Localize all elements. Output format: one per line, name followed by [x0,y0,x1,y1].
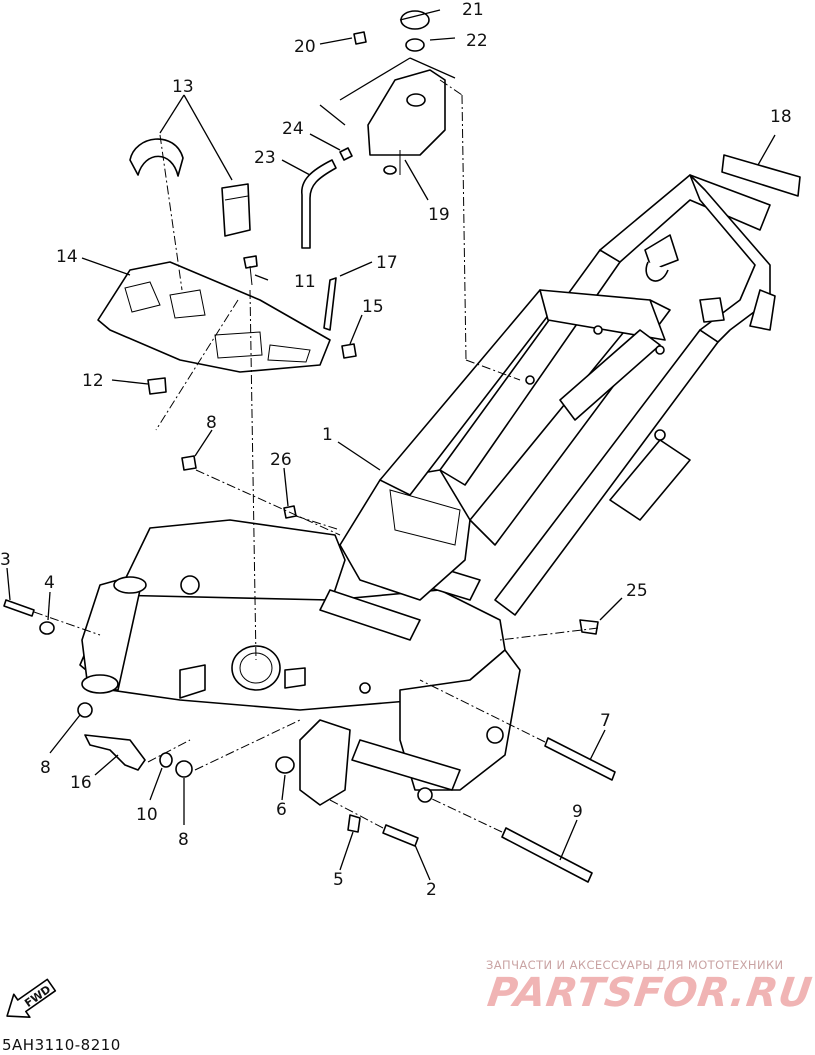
part-19-reservoir [367,69,446,175]
part-16-bracket [84,734,146,771]
callout-5: 5 [333,870,344,890]
callout-14: 14 [56,247,78,267]
callout-10: 10 [136,805,158,825]
callout-17: 17 [376,253,398,273]
part-18-rail [721,154,801,197]
callout-22: 22 [466,31,488,51]
frame-exploded-diagram: 1 2 3 4 5 6 7 8 8 8 9 10 11 12 13 14 15 … [0,0,801,1019]
part-12-block [147,377,167,395]
part-23-hose [301,159,337,249]
callout-9: 9 [572,802,583,822]
callout-labels: 1 2 3 4 5 6 7 8 8 8 9 10 11 12 13 14 15 … [0,0,792,900]
callout-15: 15 [362,297,384,317]
part-6-collar [275,756,295,774]
diagram-part-code: 5AH3110-8210 [2,1036,121,1054]
watermark-logo: PARTSFOR.RU [484,970,815,1016]
callout-8-top: 8 [206,413,217,433]
part-13-bands [129,138,251,237]
part-5-bolt [347,814,361,833]
part-9-bolt [501,827,593,883]
callout-6: 6 [276,800,287,820]
callout-19: 19 [428,205,450,225]
callout-13: 13 [172,77,194,97]
part-8-lower-right [175,760,193,778]
callout-2: 2 [426,880,437,900]
part-17-rod [323,277,337,331]
part-15-nut [341,343,357,359]
callout-7: 7 [600,711,611,731]
callout-25: 25 [626,581,648,601]
callout-4: 4 [44,573,55,593]
callout-24: 24 [282,119,304,139]
fasteners [3,31,616,883]
part-7-bolt [544,737,616,781]
part-8-lower-left [77,702,93,718]
part-4-washer [39,621,55,635]
callout-26: 26 [270,450,292,470]
part-24-clip [339,147,353,161]
callout-3: 3 [0,550,11,570]
part-14-battery-tray [97,261,331,373]
callout-16: 16 [70,773,92,793]
callout-12: 12 [82,371,104,391]
part-25-bolt [579,619,599,635]
part-2-bolt [382,824,419,847]
callout-1: 1 [322,425,333,445]
leader-lines [6,9,776,881]
callout-8-left: 8 [40,758,51,778]
part-10-washer [159,752,173,768]
main-frame [79,469,521,806]
callout-18: 18 [770,107,792,127]
part-3-bolt [3,599,35,617]
callout-23: 23 [254,148,276,168]
callout-11: 11 [294,272,316,292]
rear-subframe [379,174,776,616]
part-8-top-nut [181,455,197,471]
fwd-arrow-icon: FWD [6,978,57,1019]
part-11-bolt [243,255,258,269]
callout-21: 21 [462,0,484,20]
watermark-tagline: ЗАПЧАСТИ И АКСЕССУАРЫ ДЛЯ МОТОТЕХНИКИ [486,958,784,972]
part-20-bolt [353,31,367,45]
callout-20: 20 [294,37,316,57]
part-22-seal [405,38,425,52]
callout-8-right: 8 [178,830,189,850]
